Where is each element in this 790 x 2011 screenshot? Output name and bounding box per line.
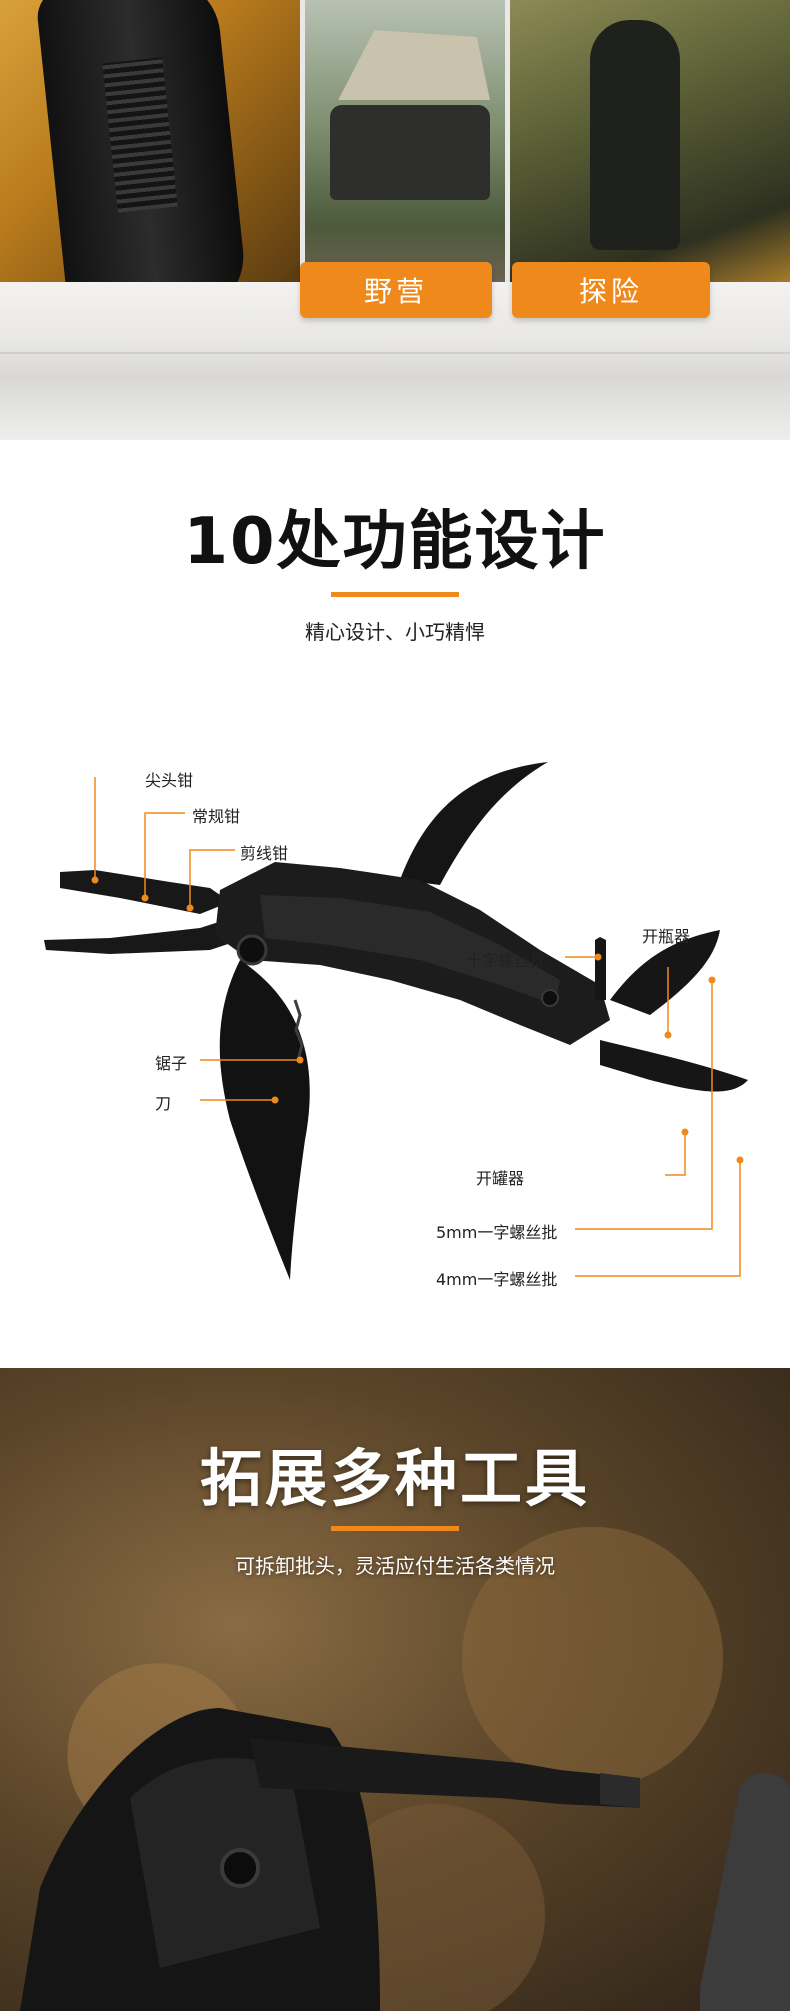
- label-knife: 刀: [155, 1094, 172, 1113]
- multitool-diagram: [44, 762, 748, 1280]
- phillips-bit: [595, 937, 606, 1000]
- screwdriver-bit-photo: [20, 1708, 790, 2011]
- label-can-opener: 开罐器: [476, 1169, 525, 1188]
- section-title: 拓展多种工具: [199, 1442, 590, 1515]
- label-saw: 锯子: [155, 1054, 188, 1073]
- knife-blade: [219, 960, 310, 1280]
- label-flat-4mm: 4mm一字螺丝批: [436, 1270, 558, 1289]
- adventure-tag: 探险: [512, 262, 710, 318]
- label-bottle-opener: 开瓶器: [642, 927, 691, 946]
- plier-jaw-bottom: [44, 920, 240, 954]
- label-wire-cutter: 剪线钳: [240, 844, 289, 863]
- pivot-screw: [236, 934, 268, 966]
- section-subtitle: 可拆卸批头，灵活应付生活各类情况: [235, 1554, 555, 1578]
- function-design-section: 10处功能设计 精心设计、小巧精悍: [0, 440, 790, 1368]
- bit-shaft: [250, 1738, 640, 1808]
- label-needle-nose: 尖头钳: [145, 771, 194, 790]
- extension-tools-section: 拓展多种工具 可拆卸批头，灵活应付生活各类情况: [0, 1368, 790, 2011]
- lever-arm: [400, 762, 548, 885]
- leader-lines: [94, 777, 741, 1277]
- title-underline: [331, 1526, 459, 1531]
- saw-edge: [293, 999, 304, 1061]
- bottle-opener-tool: [610, 930, 720, 1015]
- section-title: 10处功能设计: [183, 505, 607, 579]
- hero-banner: 野营 探险: [0, 0, 790, 440]
- label-regular-pliers: 常规钳: [192, 807, 241, 826]
- vehicle-image: [330, 105, 490, 200]
- section-subtitle: 精心设计、小巧精悍: [305, 620, 485, 644]
- handle-screw: [220, 1848, 260, 1888]
- label-flat-5mm: 5mm一字螺丝批: [436, 1223, 558, 1242]
- can-opener-tool: [600, 1040, 748, 1092]
- spare-bit: [700, 1773, 790, 2011]
- hiker-image: [590, 20, 680, 250]
- leader-dots: [91, 876, 744, 1164]
- phillips-tip: [600, 1773, 640, 1808]
- tool-body-panel: [260, 895, 560, 1005]
- camping-tag: 野营: [300, 262, 492, 318]
- title-underline: [331, 592, 459, 597]
- label-phillips: 十字螺丝批: [466, 951, 547, 970]
- rear-screw: [541, 989, 559, 1007]
